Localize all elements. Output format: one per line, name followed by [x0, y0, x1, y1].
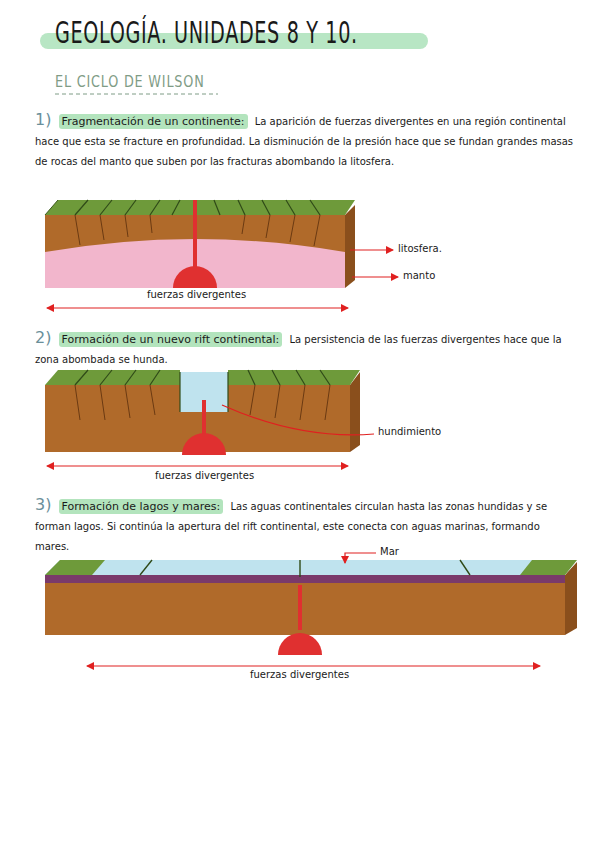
- section-number: 2): [35, 328, 51, 347]
- section-paragraph: 1) Fragmentación de un continente: La ap…: [35, 110, 575, 172]
- force-label: fuerzas divergentes: [147, 289, 246, 300]
- section-heading: Formación de un nuevo rift continental:: [59, 332, 283, 347]
- part-label: Mar: [380, 546, 399, 557]
- section-number: 1): [35, 110, 51, 129]
- section-heading: Fragmentación de un continente:: [59, 114, 248, 129]
- part-label: litosfera.: [398, 243, 442, 254]
- part-label: hundimiento: [378, 426, 441, 437]
- page-title: GEOLOGÍA. UNIDADES 8 Y 10.: [55, 14, 358, 50]
- force-label: fuerzas divergentes: [155, 470, 254, 481]
- section-paragraph: 3) Formación de lagos y mares: Las aguas…: [35, 495, 575, 557]
- section-heading: Formación de lagos y mares:: [59, 499, 224, 514]
- force-label: fuerzas divergentes: [250, 669, 349, 680]
- section-number: 3): [35, 495, 51, 514]
- section-paragraph: 2) Formación de un nuevo rift continenta…: [35, 328, 575, 370]
- subtitle: EL CICLO DE WILSON: [55, 72, 205, 91]
- part-label: manto: [403, 270, 435, 281]
